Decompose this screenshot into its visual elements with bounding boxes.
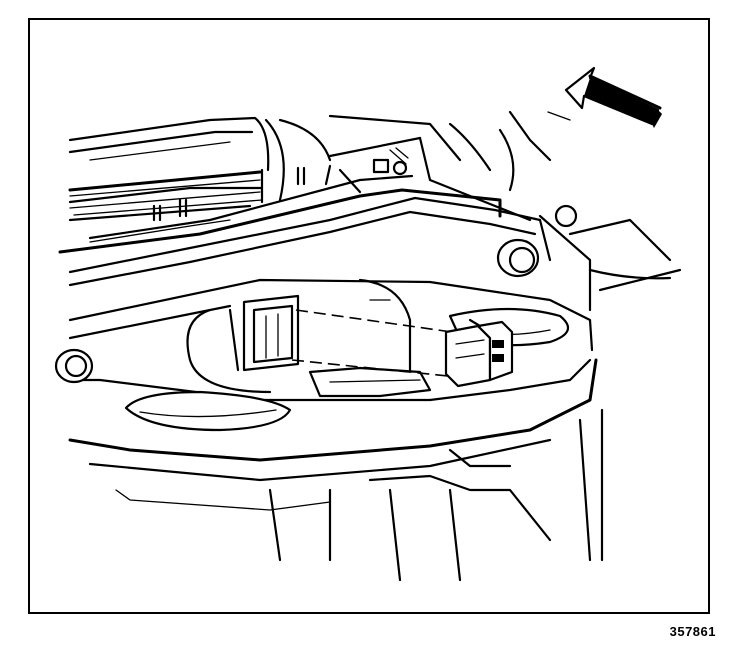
console-rim	[58, 136, 552, 287]
console-shell	[68, 278, 598, 582]
front-arrow-icon	[564, 66, 662, 128]
upper-interior	[68, 110, 571, 202]
right-side-trim	[538, 214, 682, 562]
vent-louvers	[68, 168, 264, 222]
console-illustration	[54, 66, 682, 582]
left-switch	[54, 348, 94, 384]
connector-assembly	[291, 309, 514, 388]
receptacle-opening	[242, 294, 300, 372]
console-knob	[496, 204, 578, 278]
diagram-frame	[28, 18, 710, 614]
figure-id-label: 357861	[669, 624, 716, 639]
storage-bin	[186, 278, 412, 394]
